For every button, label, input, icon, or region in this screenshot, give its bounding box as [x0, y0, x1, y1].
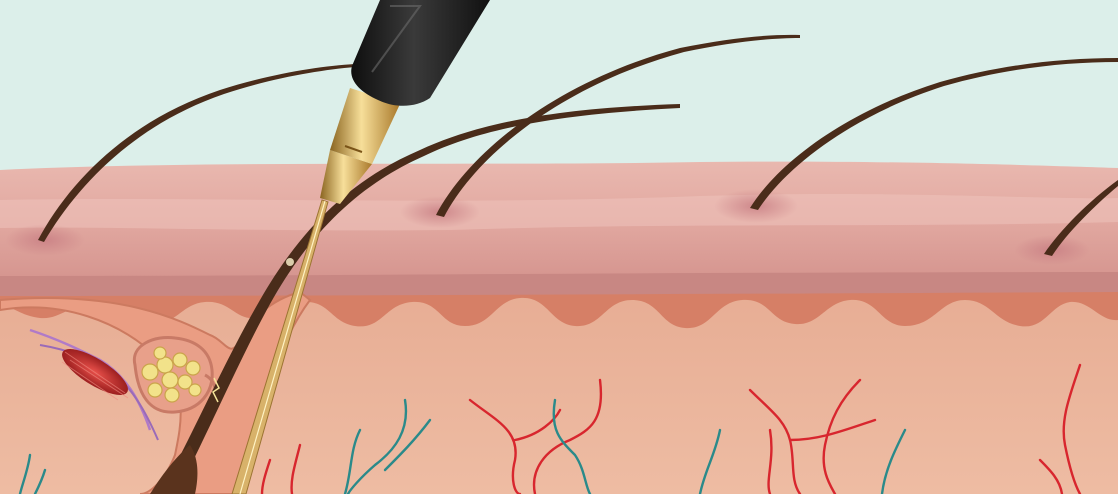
hair-removal-electrolysis-illustration — [0, 0, 1118, 494]
